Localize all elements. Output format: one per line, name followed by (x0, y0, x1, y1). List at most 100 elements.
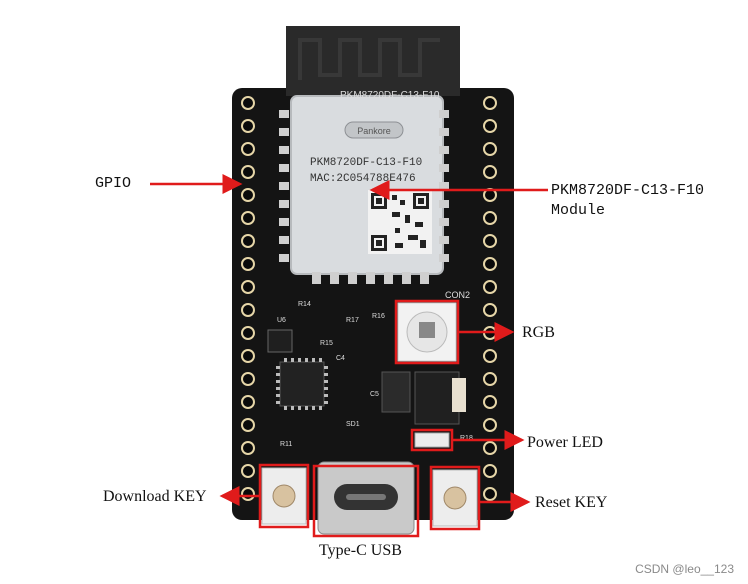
gpio-pin (483, 96, 497, 110)
gpio-pin (241, 349, 255, 363)
gpio-pin (241, 280, 255, 294)
chip-pin (276, 394, 280, 397)
rgb-label: RGB (522, 324, 555, 341)
gpio-pin (483, 349, 497, 363)
module-top-label: PKM8720DF-C13-F10 (340, 90, 440, 101)
chip-pin (291, 406, 294, 410)
silk-r17: R17 (346, 317, 359, 324)
module-pad (279, 164, 289, 172)
chip-pin (291, 358, 294, 362)
module-pad (279, 218, 289, 226)
gpio-pin (483, 441, 497, 455)
module-pad (402, 272, 411, 284)
usb-c-tongue (346, 494, 386, 500)
brand-logo (344, 121, 404, 139)
silk-c4: C4 (336, 355, 345, 362)
gpio-pin (241, 257, 255, 271)
gpio-pin (483, 395, 497, 409)
module-pad (330, 272, 339, 284)
chip-pin (312, 358, 315, 362)
module-pad (279, 146, 289, 154)
chip-pin (276, 380, 280, 383)
module-pad (348, 272, 357, 284)
gpio-pin (483, 211, 497, 225)
chip-pin (298, 406, 301, 410)
chip-pin (319, 358, 322, 362)
gpio-pin (241, 119, 255, 133)
module-pad (439, 236, 449, 244)
module-pad (384, 272, 393, 284)
silk-sd1: SD1 (346, 421, 360, 428)
usb-bridge-chip-pins (276, 358, 328, 410)
gpio-pin (483, 487, 497, 501)
gpio-pin (241, 441, 255, 455)
power-led-label: Power LED (527, 434, 603, 451)
gpio-pin (241, 211, 255, 225)
module-pad (279, 236, 289, 244)
gpio-pin (241, 234, 255, 248)
download-key-cap (272, 484, 296, 508)
rgb-led-die (419, 322, 435, 338)
gpio-pin (241, 418, 255, 432)
chip-pin (298, 358, 301, 362)
module-pad (439, 128, 449, 136)
reset-key-cap (443, 486, 467, 510)
module-pad (312, 272, 321, 284)
module-pad (279, 182, 289, 190)
silk-r18: R18 (460, 435, 473, 442)
gpio-pin (241, 142, 255, 156)
antenna-trace-icon (298, 38, 440, 80)
module-pad (439, 164, 449, 172)
download-key-label: Download KEY (103, 488, 207, 505)
gpio-pin (483, 464, 497, 478)
silk-r11: R11 (280, 441, 292, 448)
module-pad (439, 218, 449, 226)
qr-code-icon (368, 190, 432, 254)
gpio-pin (483, 165, 497, 179)
chip-pin (284, 358, 287, 362)
silk-u6: U6 (277, 317, 286, 324)
module-pad (439, 200, 449, 208)
module-pad (439, 182, 449, 190)
module-label-line2: Module (551, 202, 606, 219)
module-pad (366, 272, 375, 284)
module-pad (279, 254, 289, 262)
chip-pin (276, 366, 280, 369)
gpio-pin (241, 165, 255, 179)
chip-pin (324, 373, 328, 376)
module-pad (439, 110, 449, 118)
chip-pin (305, 406, 308, 410)
silk-c5: C5 (370, 391, 379, 398)
gpio-pin (241, 96, 255, 110)
silk-r16: R16 (372, 313, 385, 320)
silk-r14: R14 (298, 301, 311, 308)
gpio-pin (483, 418, 497, 432)
usb-label: Type-C USB (319, 542, 402, 559)
chip-pin (324, 394, 328, 397)
left-gpio-header (241, 96, 255, 501)
chip-pin (312, 406, 315, 410)
smd-part (381, 371, 411, 413)
gpio-pin (483, 372, 497, 386)
chip-pin (305, 358, 308, 362)
module-pad (420, 272, 429, 284)
gpio-label: GPIO (95, 175, 132, 192)
antenna-area (286, 26, 460, 96)
gpio-pin (483, 280, 497, 294)
gpio-pin (483, 257, 497, 271)
module-castellations (279, 110, 449, 284)
chip-pin (276, 373, 280, 376)
smd-capacitor (452, 378, 466, 412)
gpio-pin (483, 142, 497, 156)
module-label-line1: PKM8720DF-C13-F10 (551, 182, 705, 199)
chip-pin (276, 401, 280, 404)
power-led (414, 432, 450, 448)
highlight-reset-key-box (429, 465, 481, 531)
csdn-watermark: CSDN @leo__123 (635, 562, 734, 576)
right-gpio-header (483, 96, 497, 501)
highlight-usb-box (312, 464, 420, 538)
module-pad (279, 128, 289, 136)
gpio-pin (483, 234, 497, 248)
gpio-pin (241, 303, 255, 317)
